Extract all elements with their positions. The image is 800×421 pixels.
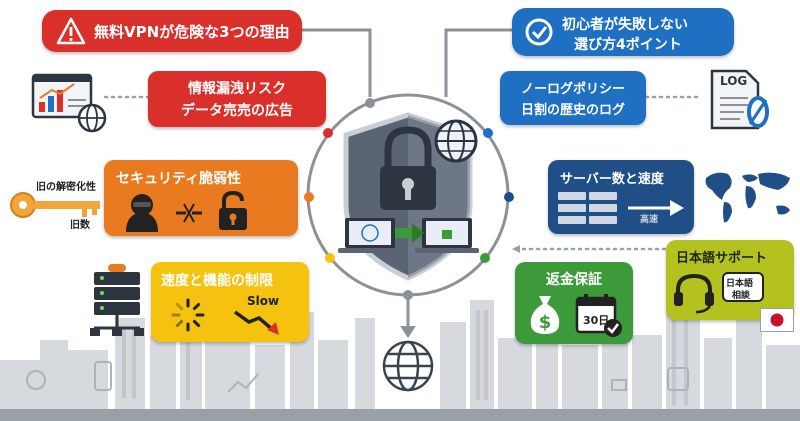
japanese-title: 日本語サポート [676, 251, 768, 266]
refund-title: 返金保証 [546, 272, 602, 288]
server-speed-label: 高速 [640, 215, 659, 225]
log-file-label: LOG [720, 74, 748, 88]
globe-icon [382, 340, 434, 392]
broken-link-icon [176, 203, 202, 223]
laptop-icon [415, 218, 479, 253]
slow-label: Slow [247, 294, 280, 308]
loading-spinner-icon [171, 298, 205, 332]
warning-icon [56, 17, 86, 45]
ground-strip [0, 409, 800, 421]
security-vulnerability-box: セキュリティ脆弱性 [104, 160, 298, 236]
refund-guarantee-box: 返金保証 $ 30日 [515, 262, 633, 344]
japanese-consult-badge [722, 272, 764, 302]
points-line1: 初心者が失敗しない [562, 17, 688, 33]
key-label-bottom: 旧数 [70, 220, 90, 231]
key-label-top: 旧の解密化性 [36, 182, 96, 193]
risk-line1: 情報漏洩リスク [188, 81, 286, 97]
server-title: サーバー数と速度 [560, 172, 664, 187]
connector-arrowhead [512, 245, 520, 253]
japanese-support-box: 日本語サポート 日本語 相談 [666, 240, 794, 320]
money-bag-icon: $ [530, 296, 560, 334]
headset-icon [674, 273, 714, 314]
chart-report-icon [31, 73, 107, 133]
points-line2: 選び方4ポイント [574, 37, 682, 53]
log-file-icon [710, 69, 769, 130]
server-rack-icon [558, 192, 617, 224]
vpn-tunnel-arrow [395, 223, 424, 243]
speed-title: 速度と機能の制限 [161, 273, 273, 289]
speed-limit-box: 速度と機能の制限 Slow [151, 262, 309, 342]
dotted-connectors [103, 95, 702, 251]
server-speed-box: サーバー数と速度 高速 [548, 160, 694, 234]
security-title: セキュリティ脆弱性 [116, 171, 242, 187]
calendar-icon [575, 294, 622, 337]
reasons-title: 無料VPNが危険な3つの理由 [94, 23, 290, 41]
calendar-label: 30日 [583, 314, 610, 327]
ring-nodes [304, 98, 514, 300]
padlock-icon [380, 126, 436, 210]
laptop-icon [338, 218, 402, 253]
world-map-icon [705, 172, 790, 223]
server-network-icon [90, 264, 144, 336]
japan-flag-icon [760, 308, 794, 332]
unlocked-padlock-icon [219, 190, 247, 230]
japanese-badge-line1: 日本語 [726, 279, 754, 289]
selection-points-header: 初心者が失敗しない 選び方4ポイント [512, 8, 734, 56]
key-icon [10, 192, 100, 218]
free-vpn-reasons-header: 無料VPNが危険な3つの理由 [42, 10, 302, 52]
down-trend-arrow-icon [233, 310, 279, 335]
skyline-decor-icons [26, 361, 689, 393]
checkmark-circle-icon [525, 18, 553, 46]
nolog-line2: 日割の歴史のログ [520, 103, 625, 118]
no-log-policy-box: ノーログポリシー 日割の歴史のログ [500, 71, 646, 125]
fast-arrow-icon [628, 200, 684, 216]
japanese-badge-line2: 相談 [732, 291, 751, 301]
svg-text:$: $ [539, 312, 552, 333]
data-leak-risk-box: 情報漏洩リスク データ売売の広告 [148, 71, 326, 127]
header-connectors [302, 28, 512, 97]
nolog-line1: ノーログポリシー [520, 82, 625, 97]
down-arrowhead [400, 326, 416, 338]
skyline-window-pattern [122, 310, 688, 405]
risk-line2: データ売売の広告 [181, 103, 293, 119]
globe-icon [434, 119, 478, 163]
hacker-icon [126, 194, 158, 232]
